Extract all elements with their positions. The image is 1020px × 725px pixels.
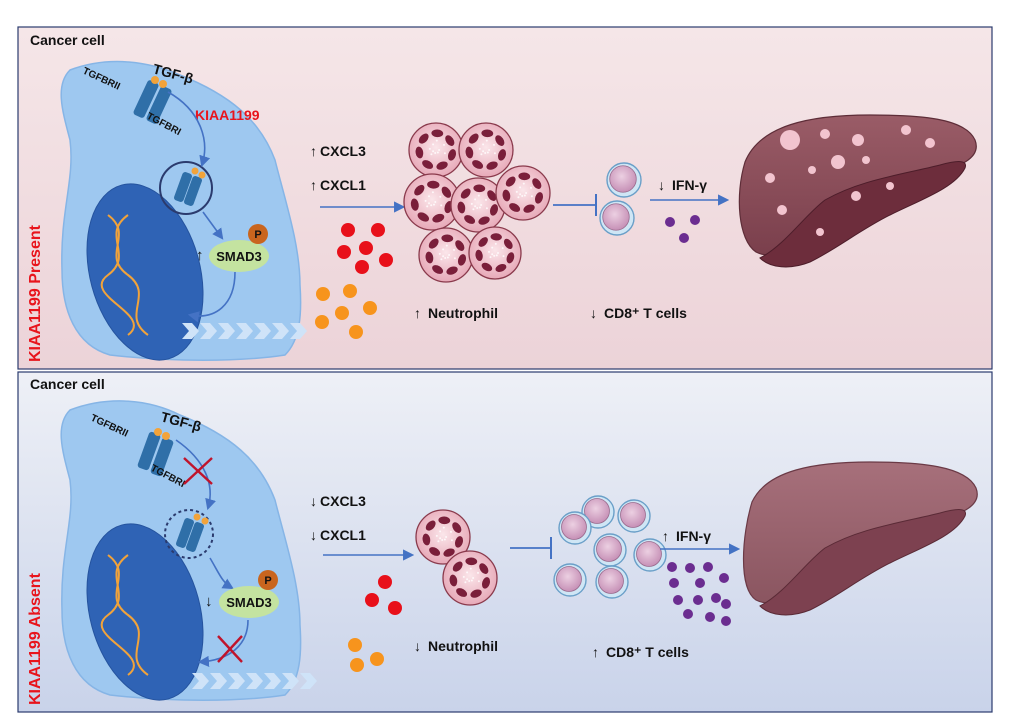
cxcl1-dots [315,284,377,339]
cd8-direction: ↓ [590,305,597,321]
cd8-tcell-icon [595,565,629,599]
panel-title: Cancer cell [30,376,105,392]
neutrophil-icon [418,227,474,283]
phospho-icon [248,224,268,244]
ifn-dots [667,562,731,626]
nucleus [86,183,204,361]
phospho-label: P [264,575,271,587]
blocked-x-icon [183,457,213,485]
phospho-label: P [254,229,261,241]
cxcl3-dots [337,223,393,274]
cxcl1-label: CXCL1 [320,527,366,543]
smad3-direction: ↑ [196,247,204,264]
neutrophil-icon [415,509,471,565]
smad3-direction: ↓ [205,593,213,610]
ifn-dots [665,215,700,243]
cxcl3-direction: ↑ [310,143,317,159]
cd8-tcell-icon [599,200,635,236]
neutrophil-direction: ↑ [414,305,421,321]
smad3-label: SMAD3 [226,595,272,610]
phospho-icon [258,570,278,590]
tgf-beta-receptor-icon [137,428,174,477]
cd8-tcell-icon [617,499,651,533]
endosome-icon [159,161,213,215]
blocked-x-icon [217,635,243,663]
smad3-node [209,240,269,272]
cxcl1-direction: ↓ [310,527,317,543]
cxcl1-dots [348,638,384,672]
nucleus [86,523,204,701]
neutrophil-icon [408,122,464,178]
internalization-arrow [167,91,211,168]
neutrophil-label: Neutrophil [428,638,498,654]
neutrophil-cluster [403,122,551,283]
panel-side-label: KIAA1199 Present [27,224,44,362]
panel-kiaa1199-absent: Cancer cell KIAA1199 Absent TGF-β TGFBRI… [17,371,993,713]
nuclear-arrow [197,619,249,667]
cd8-tcell-icon [558,511,592,545]
ifn-label: IFN-γ [672,177,707,193]
panel-kiaa1199-present: Cancer cell KIAA1199 Present TGF-β [17,26,993,370]
healthy-liver-icon [742,461,978,616]
neutrophil-icon [450,177,506,233]
cxcl3-label: CXCL3 [320,493,366,509]
endosome-icon [164,509,214,559]
panel-side-label: KIAA1199 Absent [27,572,44,705]
activation-arrow [202,211,224,240]
tgf-beta-receptor-icon [133,76,172,124]
cxcl1-label: CXCL1 [320,177,366,193]
ifn-label: IFN-γ [676,528,711,544]
dna-helix-icon [100,214,149,336]
activation-arrow [209,557,234,590]
nuclear-arrow [187,271,236,323]
ifn-direction: ↓ [658,177,665,193]
cxcl3-direction: ↓ [310,493,317,509]
smad3-label: SMAD3 [216,249,262,264]
cd8-label: CD8⁺ T cells [606,644,689,660]
cxcl3-dots [365,575,402,615]
secretion-chevrons [182,323,307,339]
cd8-tcell-icon [593,533,627,567]
neutrophil-icon [458,122,514,178]
secretion-chevrons [192,673,317,689]
regulator-label: KIAA1199 [195,107,260,123]
cd8-direction: ↑ [592,644,599,660]
ifn-direction: ↑ [662,528,669,544]
internalized-receptor-icon [174,167,206,206]
cd8-tcell-icon [633,538,667,572]
neutrophil-icon [442,550,498,606]
cxcl3-label: CXCL3 [320,143,366,159]
neutrophil-direction: ↓ [414,638,421,654]
cd8-tcell-cluster [599,162,642,236]
internalization-arrow [175,439,216,511]
internalized-receptor-icon [176,513,209,552]
dna-helix-icon [100,554,149,676]
panel-title: Cancer cell [30,32,105,48]
cxcl1-direction: ↑ [310,177,317,193]
neutrophil-cluster [415,509,498,606]
smad3-node [219,586,279,618]
cd8-label: CD8⁺ T cells [604,305,687,321]
cd8-tcell-cluster [553,495,667,599]
liver-metastasis-icon [738,114,977,268]
neutrophil-icon [495,165,551,221]
neutrophil-label: Neutrophil [428,305,498,321]
neutrophil-icon [468,226,522,280]
cd8-tcell-icon [606,162,642,198]
cd8-tcell-icon [581,495,615,529]
cd8-tcell-icon [553,563,587,597]
